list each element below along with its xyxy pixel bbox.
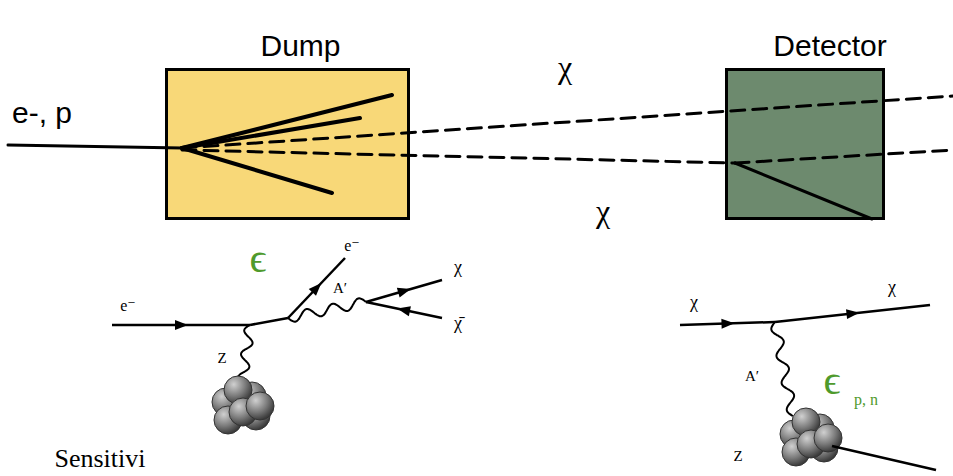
- fermion-line: [250, 318, 288, 325]
- arrowhead: [846, 309, 859, 319]
- particle-label-wrap: χ: [690, 293, 698, 313]
- arrowhead: [397, 306, 411, 316]
- shower-track: [182, 95, 392, 148]
- particle-label-wrap: A′: [745, 368, 759, 385]
- particle-label-wrap: χ̄: [454, 314, 462, 334]
- shower-track: [182, 148, 332, 193]
- arrowhead: [175, 320, 188, 330]
- feynman-diagrams: [112, 258, 936, 470]
- heading-fragment-wrap: Sensitivi: [54, 445, 145, 474]
- particle-label: Z: [733, 448, 742, 464]
- particle-label: χ: [888, 277, 896, 297]
- particle-label: χ̄: [454, 313, 462, 333]
- coupling-symbol: ϵ: [823, 357, 840, 403]
- particle-label: Z: [217, 350, 226, 366]
- detector-box: Detector: [725, 68, 885, 220]
- node-heading: Dump: [260, 29, 340, 62]
- coupling-subscript-wrap: p, n: [854, 391, 878, 409]
- arrowhead: [721, 319, 734, 329]
- particle-label: χ: [558, 49, 572, 85]
- nucleus: [780, 408, 842, 466]
- node-heading-wrap: Dump: [260, 29, 340, 63]
- particle-label: A′: [745, 368, 759, 384]
- particle-label-wrap: χ: [888, 278, 896, 298]
- beam-and-shower: [8, 95, 953, 219]
- beam-line: [8, 145, 182, 148]
- arrowhead: [309, 283, 322, 296]
- beam-label-wrap: e-, p: [12, 96, 72, 129]
- particle-label-wrap: Z: [217, 350, 226, 367]
- arrowhead: [397, 288, 411, 298]
- particle-label: χ: [596, 193, 610, 229]
- node-heading: Detector: [773, 29, 886, 62]
- particle-label: e⁻: [344, 237, 360, 254]
- boson-line: [288, 298, 366, 321]
- boson-line: [771, 322, 794, 416]
- coupling-subscript: p, n: [854, 391, 878, 408]
- coupling-symbol-wrap: ϵ: [823, 357, 840, 403]
- fermion-line: [832, 446, 936, 470]
- node-heading-wrap: Detector: [773, 29, 886, 63]
- heading-fragment: Sensitivi: [54, 444, 145, 473]
- particle-label: A′: [333, 280, 347, 296]
- boson-line: [238, 325, 253, 384]
- coupling-symbol: ϵ: [249, 235, 266, 281]
- chi-track: [182, 96, 953, 148]
- nucleus: [212, 376, 274, 434]
- fermion-line: [775, 305, 930, 322]
- particle-label: e⁻: [120, 297, 136, 314]
- beam-label: e-, p: [12, 96, 72, 129]
- fermion-line: [366, 280, 442, 302]
- particle-label-wrap: e⁻: [344, 237, 360, 255]
- particle-label-wrap: χ: [454, 258, 462, 278]
- particle-label-wrap: χ: [558, 50, 572, 85]
- nucleon: [246, 392, 274, 420]
- recoil-track: [735, 163, 872, 219]
- chi-track: [182, 150, 735, 163]
- particle-label-wrap: χ: [596, 194, 610, 229]
- particle-label-wrap: e⁻: [120, 297, 136, 315]
- particle-label: χ: [690, 292, 698, 312]
- particle-label-wrap: Z: [733, 448, 742, 465]
- particle-label-wrap: A′: [333, 280, 347, 297]
- coupling-symbol-wrap: ϵ: [249, 235, 266, 281]
- fermion-line: [366, 302, 442, 318]
- particle-label: χ: [454, 257, 462, 277]
- chi-track: [735, 150, 953, 163]
